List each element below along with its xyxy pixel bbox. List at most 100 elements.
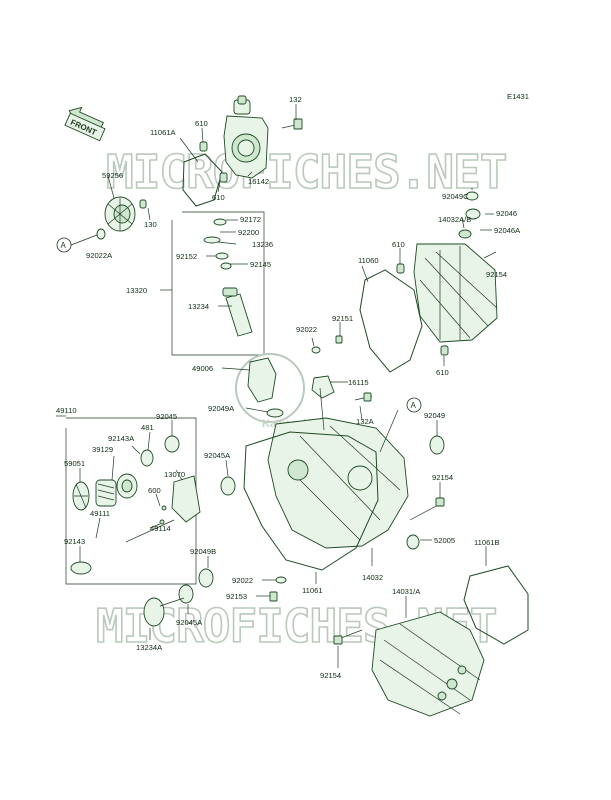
leader-lines: [79, 104, 494, 668]
part-label: 92049B: [190, 547, 216, 556]
kick-assembly-bracket: [65, 417, 197, 585]
part-label: 610: [212, 193, 225, 202]
part-label: 600: [148, 486, 161, 495]
watermark-top: MICROFICHES.NET: [106, 145, 506, 199]
pump-shaft: [203, 218, 253, 337]
part-label: 92045A: [176, 618, 203, 627]
part-label: 610: [195, 119, 208, 128]
bolt-132: [281, 118, 303, 130]
filter-16115: [311, 375, 335, 399]
part-label: 49114: [150, 524, 171, 533]
part-label: 13070: [164, 470, 185, 479]
washer-130: [139, 199, 147, 209]
part-label: 132A: [356, 417, 375, 426]
part-label: 11061: [302, 586, 323, 595]
part-label: 14032A/B: [438, 215, 471, 224]
callout-a-left: A: [56, 234, 98, 253]
crankcase-cover: [267, 387, 409, 549]
o-ring: [266, 408, 284, 418]
part-label: 16142: [248, 177, 269, 186]
part-label: 49110: [56, 406, 77, 415]
bolt-92151: [335, 335, 343, 344]
part-label: 92022: [232, 576, 253, 585]
part-label: 610: [392, 240, 405, 249]
pump-cover-gasket: [182, 153, 223, 207]
clutch-cover: [413, 191, 498, 343]
part-label: 92049: [424, 411, 445, 420]
part-label: 11060: [358, 256, 379, 265]
part-label: 16115: [348, 378, 369, 387]
part-label: 92153: [226, 592, 247, 601]
dowel-pin: [396, 263, 405, 274]
svg-text:A: A: [411, 401, 417, 410]
svg-text:A: A: [61, 241, 67, 250]
part-label: 92046A: [494, 226, 521, 235]
impeller: [104, 196, 136, 232]
cover-gasket-11061B: [463, 565, 529, 645]
part-label: 92154: [320, 671, 341, 680]
o-ring: [311, 346, 321, 354]
water-pump-housing: [223, 95, 269, 179]
diagram-code: E1431: [507, 92, 529, 101]
part-label: 92022: [296, 325, 317, 334]
part-label: 92045: [156, 412, 177, 421]
part-label: 92172: [240, 215, 261, 224]
part-label: 92143: [64, 537, 85, 546]
dowel-pin: [440, 345, 449, 356]
part-label: 92045A: [204, 451, 231, 460]
part-label: 11061A: [150, 128, 177, 137]
part-label: 92046: [496, 209, 517, 218]
part-label: 92154: [486, 270, 507, 279]
oil-seal-92049: [429, 435, 445, 455]
bearing-92045A: [220, 476, 236, 496]
pump-housing-49006: [247, 357, 277, 403]
shaft-gear-13234A: [143, 597, 185, 627]
part-label: 92154: [432, 473, 453, 482]
oil-seal: [96, 228, 106, 240]
part-label: 39129: [92, 445, 113, 454]
part-label: 92152: [176, 252, 197, 261]
front-arrow-icon: FRONT: [64, 106, 106, 142]
part-label: 14032: [362, 573, 383, 582]
part-label: 481: [141, 423, 154, 432]
bearing-92045A-lower: [178, 584, 194, 604]
part-label: 92151: [332, 314, 353, 323]
callout-a-right: A: [406, 397, 422, 413]
oil-seal-92049B: [198, 568, 214, 588]
part-label: 92022A: [86, 251, 113, 260]
washer-92022: [275, 576, 287, 584]
part-label: 13234A: [136, 643, 163, 652]
part-label: 11061B: [474, 538, 500, 547]
cover-gasket-11060: [359, 269, 423, 373]
generator-cover: [371, 611, 485, 717]
bolt-92154-lower: [333, 635, 343, 645]
part-label: 92049A: [208, 404, 235, 413]
part-label: 92145: [250, 260, 271, 269]
part-label: 13236: [252, 240, 273, 249]
part-label: 49006: [192, 364, 213, 373]
kawasaki-logo: Kawasaki: [235, 353, 312, 430]
part-label: 49111: [90, 509, 110, 518]
part-label: 59051: [64, 459, 85, 468]
part-label: 14031/A: [392, 587, 421, 596]
part-label: 610: [436, 368, 449, 377]
part-label: 52005: [434, 536, 455, 545]
dowel-pin: [199, 141, 208, 152]
part-label: 13234: [188, 302, 209, 311]
plug-52005: [406, 534, 420, 550]
cover-gasket-11061: [243, 431, 379, 571]
bolt-92153: [269, 591, 278, 602]
part-label: 130: [144, 220, 157, 229]
part-label: 13320: [126, 286, 147, 295]
part-label: 92143A: [108, 434, 135, 443]
part-label: 132: [289, 95, 302, 104]
part-label: 92200: [238, 228, 259, 237]
part-label: 92049C: [442, 192, 469, 201]
dowel-pin: [219, 172, 228, 183]
part-label: 59256: [102, 171, 123, 180]
bolt-132A: [363, 392, 372, 402]
bolt-92154: [435, 497, 445, 507]
kick-gear-assembly: [70, 435, 201, 575]
part-labels: 132 610 11061A 16142 59256 130 610 92022…: [56, 95, 521, 680]
